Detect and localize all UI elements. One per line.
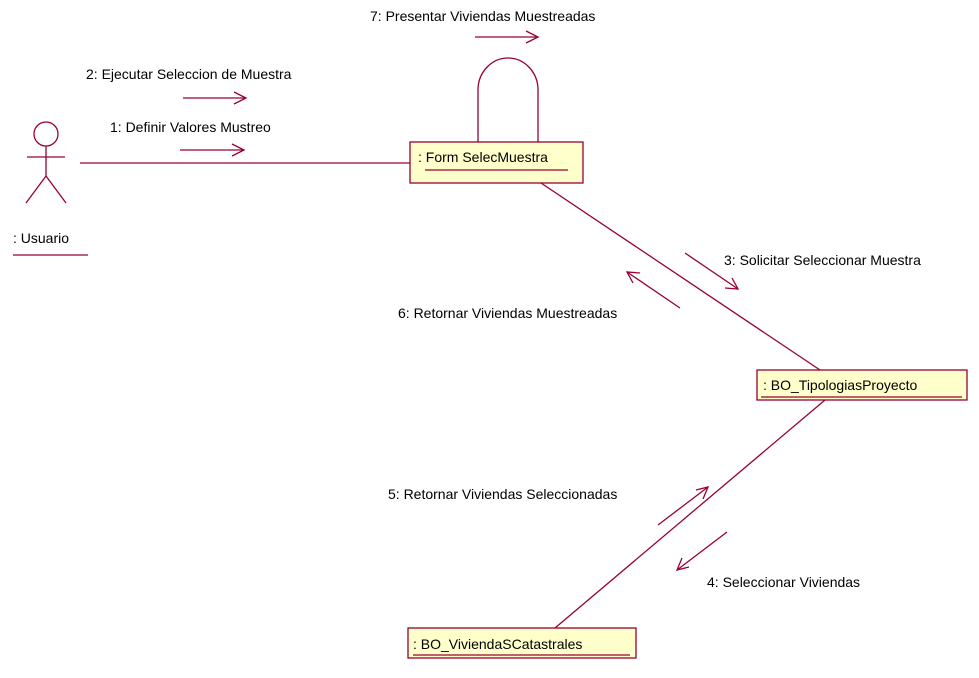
message-3-arrow [684, 252, 740, 290]
self-link-form [477, 57, 539, 142]
object-form-selecmuestra[interactable]: : Form SelecMuestra [409, 141, 584, 184]
message-6-label: 6: Retornar Viviendas Muestreadas [398, 305, 617, 321]
object-bo-viviendascatastrales[interactable]: : BO_ViviendaSCatastrales [407, 627, 637, 659]
message-7-arrow [475, 30, 540, 44]
object-form-label: : Form SelecMuestra [418, 149, 548, 165]
link-tipologias-viviendas [554, 399, 826, 629]
message-4-arrow [675, 531, 728, 571]
actor-label: : Usuario [13, 230, 69, 246]
message-7-label: 7: Presentar Viviendas Muestreadas [370, 8, 595, 24]
message-2-arrow [183, 91, 248, 105]
link-form-tipologias [540, 182, 821, 371]
stick-figure-icon [25, 121, 67, 204]
message-2-label: 2: Ejecutar Seleccion de Muestra [86, 66, 292, 82]
message-1-arrow [180, 143, 246, 157]
message-4-label: 4: Seleccionar Viviendas [707, 574, 860, 590]
message-3-label: 3: Solicitar Seleccionar Muestra [724, 252, 921, 268]
message-5-arrow [657, 486, 710, 526]
message-1-label: 1: Definir Valores Mustreo [110, 119, 271, 135]
object-tipologias-label: : BO_TipologiasProyecto [763, 377, 918, 393]
object-bo-tipologiasproyecto[interactable]: : BO_TipologiasProyecto [756, 369, 968, 401]
object-viviendas-label: : BO_ViviendaSCatastrales [413, 636, 582, 652]
message-5-label: 5: Retornar Viviendas Seleccionadas [388, 486, 617, 502]
message-6-arrow [625, 271, 681, 309]
